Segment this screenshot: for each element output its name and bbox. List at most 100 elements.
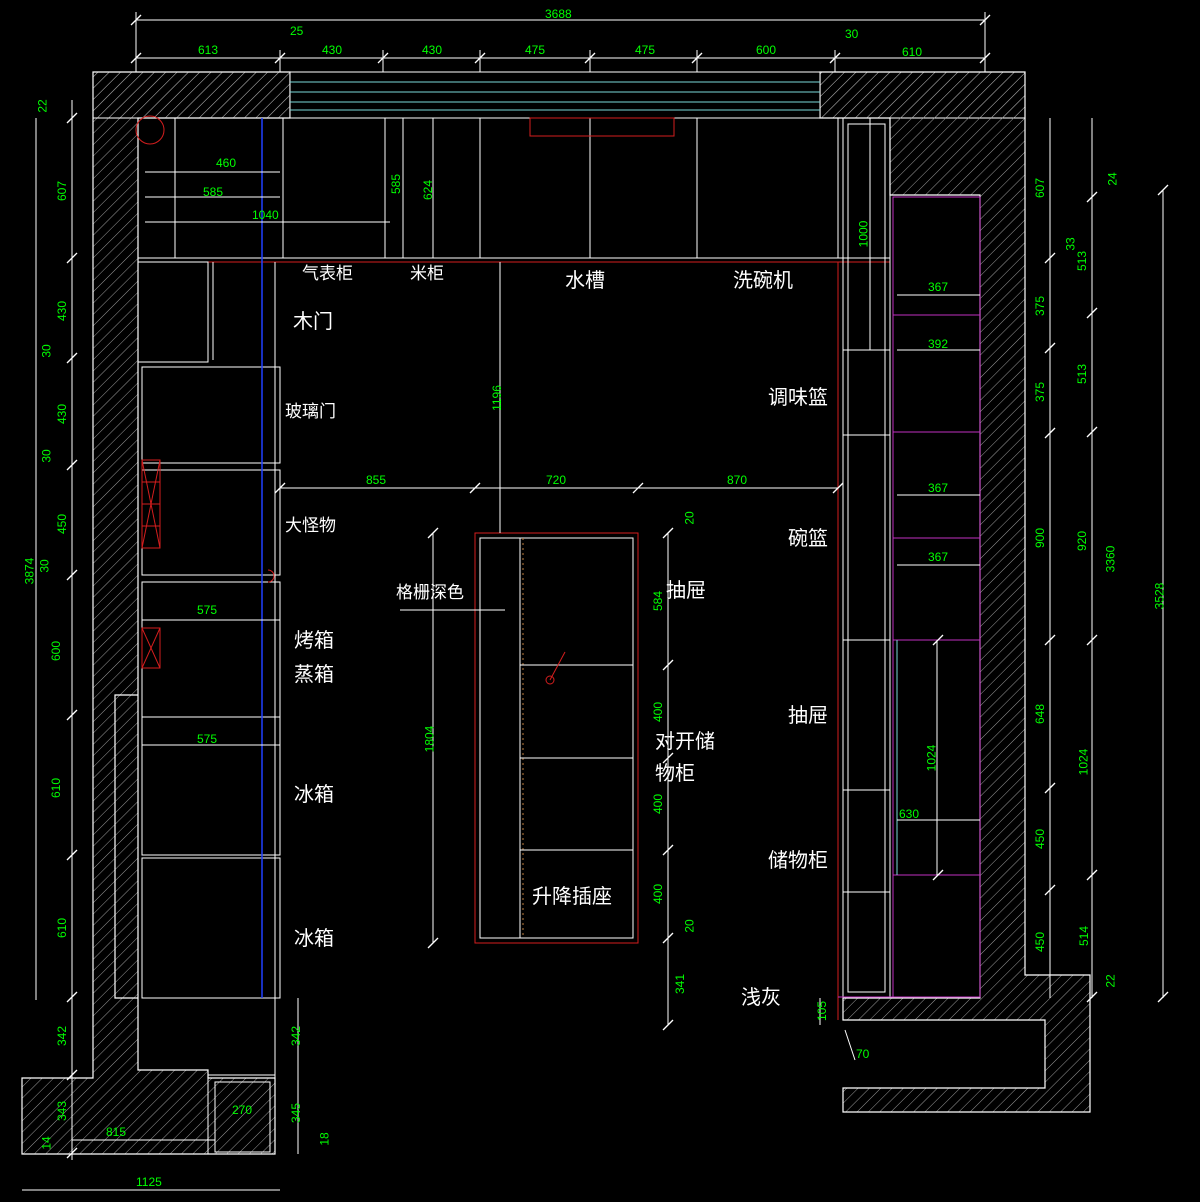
dim-cab-624v: 624 <box>421 179 436 201</box>
dim-r2-3360: 3360 <box>1103 545 1118 573</box>
dim-left-22: 22 <box>35 99 50 113</box>
dim-cab-460: 460 <box>216 156 237 170</box>
dim-left-430b: 430 <box>55 403 70 425</box>
label-sink: 水槽 <box>565 268 605 292</box>
dim-left-575a: 575 <box>197 603 218 617</box>
label-oven: 烤箱 <box>294 628 334 652</box>
dim-r2-22: 22 <box>1103 974 1118 988</box>
label-gas-meter-cabinet: 气表柜 <box>302 264 353 284</box>
dim-r1-607: 607 <box>1033 177 1048 199</box>
dim-top-430a: 430 <box>322 43 343 57</box>
dim-top-total: 3688 <box>545 7 572 21</box>
dim-bottom-1125: 1125 <box>136 1175 162 1189</box>
dim-r1-900: 900 <box>1033 527 1048 549</box>
dim-left-575b: 575 <box>197 732 218 746</box>
dim-island-20b: 20 <box>682 919 697 933</box>
dim-island-341: 341 <box>673 973 688 995</box>
dim-right-105: 105 <box>815 1000 830 1022</box>
dim-r2-513a: 513 <box>1075 250 1090 272</box>
dim-r2-33: 33 <box>1063 237 1078 251</box>
dimension-lines <box>22 12 1164 1191</box>
walls <box>21 71 1091 1155</box>
dim-right-367c: 367 <box>928 550 949 564</box>
dim-bottom-345: 345 <box>289 1102 304 1124</box>
dim-top-30: 30 <box>845 27 859 41</box>
label-drawer-right-top: 抽屉 <box>666 578 706 602</box>
right-cabinets <box>837 117 981 1020</box>
dim-left-610a: 610 <box>49 777 64 799</box>
dim-right-70: 70 <box>856 1047 870 1061</box>
dimension-ticks <box>66 14 1169 1159</box>
dim-cab-1040: 1040 <box>252 208 279 222</box>
label-lift-socket: 升降插座 <box>532 884 612 908</box>
wall-left <box>21 71 291 1155</box>
dim-r2-514: 514 <box>1077 925 1092 947</box>
dim-island-400c: 400 <box>651 883 666 905</box>
dim-right-367a: 367 <box>928 280 949 294</box>
dim-island-584: 584 <box>651 590 666 612</box>
dim-left-total: 3874 <box>22 557 37 585</box>
dim-left-430a: 430 <box>55 300 70 322</box>
dim-island-400a: 400 <box>651 701 666 723</box>
dim-bottom-18: 18 <box>317 1132 332 1146</box>
dim-r2-24: 24 <box>1105 172 1120 186</box>
island <box>474 532 639 944</box>
label-double-door-1: 对开储 <box>655 729 715 753</box>
dim-r2-513b: 513 <box>1075 363 1090 385</box>
label-fridge-2: 冰箱 <box>294 926 334 950</box>
dim-r1-450a: 450 <box>1033 828 1048 850</box>
dim-r1-375b: 375 <box>1033 381 1048 403</box>
dim-cab-585: 585 <box>203 185 224 199</box>
dim-left-342: 342 <box>55 1025 70 1047</box>
dim-left-607: 607 <box>55 180 70 202</box>
label-light-grey: 浅灰 <box>741 985 781 1009</box>
label-double-door-2: 物柜 <box>655 761 695 785</box>
label-seasoning-basket: 调味篮 <box>768 385 828 409</box>
dim-r1-375a: 375 <box>1033 295 1048 317</box>
dim-right-630: 630 <box>899 807 920 821</box>
dim-top-610: 610 <box>902 45 923 59</box>
dim-top-600: 600 <box>756 43 777 57</box>
label-storage-cabinet: 储物柜 <box>768 848 828 872</box>
dim-right-367b: 367 <box>928 481 949 495</box>
dim-r1-450b: 450 <box>1033 931 1048 953</box>
dim-mid-1196: 1196 <box>489 385 504 411</box>
dim-left-343: 343 <box>55 1100 70 1122</box>
label-glass-door: 玻璃门 <box>285 402 336 422</box>
dim-bottom-342: 342 <box>289 1025 304 1047</box>
dim-top-613: 613 <box>198 43 219 57</box>
dim-r2-920: 920 <box>1075 530 1090 552</box>
dim-top-475a: 475 <box>525 43 546 57</box>
label-wood-door: 木门 <box>293 309 333 333</box>
label-steamer: 蒸箱 <box>294 662 334 686</box>
label-drawer-right: 抽屉 <box>788 703 828 727</box>
dim-r2-1024: 1024 <box>1076 748 1091 776</box>
dim-top-25: 25 <box>290 24 304 38</box>
dim-island-400b: 400 <box>651 793 666 815</box>
dim-cab-585v: 585 <box>389 173 404 195</box>
dim-left-30c: 30 <box>37 559 52 573</box>
dim-mid-870: 870 <box>727 473 748 487</box>
label-rice-cabinet: 米柜 <box>410 264 444 284</box>
dim-mid-855: 855 <box>366 473 387 487</box>
dim-top-430b: 430 <box>422 43 443 57</box>
dim-left-600: 600 <box>49 640 64 662</box>
left-cabinets <box>138 118 281 1155</box>
dim-right-392: 392 <box>928 337 949 351</box>
label-grille-dark: 格栅深色 <box>396 583 464 603</box>
dim-left-610b: 610 <box>55 917 70 939</box>
dim-island-20a: 20 <box>682 511 697 525</box>
dim-bottom-270: 270 <box>232 1103 253 1117</box>
dim-left-30b: 30 <box>39 449 54 463</box>
top-counter <box>135 115 890 263</box>
dim-bottom-815: 815 <box>106 1125 127 1139</box>
dim-right-1024v: 1024 <box>924 744 939 772</box>
label-bowl-basket: 碗篮 <box>788 526 828 550</box>
dim-r1-648: 648 <box>1033 703 1048 725</box>
label-dishwasher: 洗碗机 <box>733 268 793 292</box>
dim-r3-3528: 3528 <box>1152 582 1167 610</box>
dim-left-450: 450 <box>55 513 70 535</box>
label-big-appliance: 大怪物 <box>285 516 336 536</box>
dim-left-30a: 30 <box>39 344 54 358</box>
